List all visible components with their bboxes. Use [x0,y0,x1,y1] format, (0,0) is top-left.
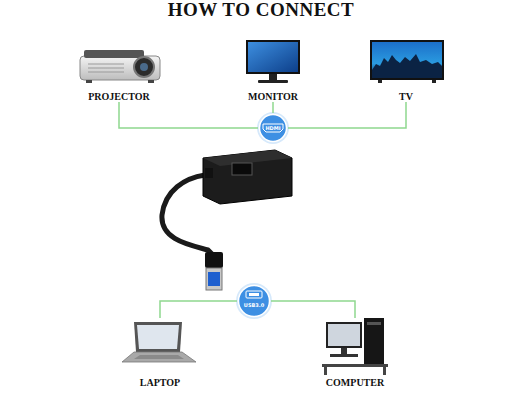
hdmi-icon [263,124,283,132]
computer-monitor-stand [341,348,347,354]
monitor-screen [248,42,298,72]
hdmi-port [232,163,252,175]
device-label: COMPUTER [326,377,384,388]
badge-circle [239,286,270,317]
connector-line [160,301,237,318]
tv-skyline [372,54,442,78]
monitor-stand [269,74,277,80]
computer-desk [322,364,388,367]
device-label: PROJECTOR [88,91,150,102]
monitor-illustration [246,40,300,83]
usb-icon [246,291,262,298]
port-badge: USB3.0 [237,284,271,318]
computer-keyboard [330,354,358,357]
connector-line [271,301,355,318]
projector-top [84,50,144,58]
projector-lens [134,57,154,77]
projector-vent [88,64,124,65]
badge-shape [237,284,271,318]
port-badge: HDMI [258,113,288,143]
projector-vent [88,72,124,73]
tv-frame [370,40,444,80]
laptop-node: LAPTOP [122,318,198,388]
monitor-base [258,80,288,83]
projector-foot [148,80,154,83]
laptop-screen [137,325,179,349]
computer-node: COMPUTER [316,318,394,388]
device-label: MONITOR [248,91,298,102]
adapter-illustration [162,150,292,290]
projector-node: PROJECTOR [72,40,166,102]
computer-desk-leg [383,367,386,375]
usb-plug-insert [208,272,220,286]
connector-line [288,102,406,128]
laptop-base [122,352,196,362]
projector-vent [88,68,124,69]
tv-foot [432,80,436,83]
projector-lens-glass [140,63,148,71]
computer-drive-bay [367,322,381,325]
connector-line [119,102,258,128]
diagram-title: HOW TO CONNECT [0,0,522,20]
cable-strain-relief [205,168,213,178]
laptop-keyboard [134,355,184,359]
computer-monitor-frame [326,322,362,348]
laptop-illustration [122,322,196,362]
port-label: HDMI [265,125,280,131]
projector-body [80,56,160,80]
usb-plug-metal [206,268,222,290]
usb-plug-body [205,252,223,268]
adapter-box [203,150,292,204]
projector-foot [86,80,92,83]
connector-line [272,102,274,113]
tv-screen [372,42,442,78]
badge-halo [236,283,272,319]
tv-illustration [370,40,444,83]
tv-node: TV [366,38,446,102]
computer-desk-leg [324,367,327,375]
projector-illustration [80,50,160,83]
laptop-lid [134,322,182,352]
computer-illustration [322,318,388,375]
usb-icon-insert [249,293,259,296]
badge-halo [257,112,289,144]
monitor-frame [246,40,300,74]
monitor-node: MONITOR [240,38,306,102]
device-label: TV [399,91,413,102]
computer-tower [364,318,384,364]
port-label: USB3.0 [244,302,264,308]
badge-circle [260,115,287,142]
tv-foot [378,80,382,83]
computer-monitor-screen [328,324,360,346]
device-label: LAPTOP [140,377,180,388]
